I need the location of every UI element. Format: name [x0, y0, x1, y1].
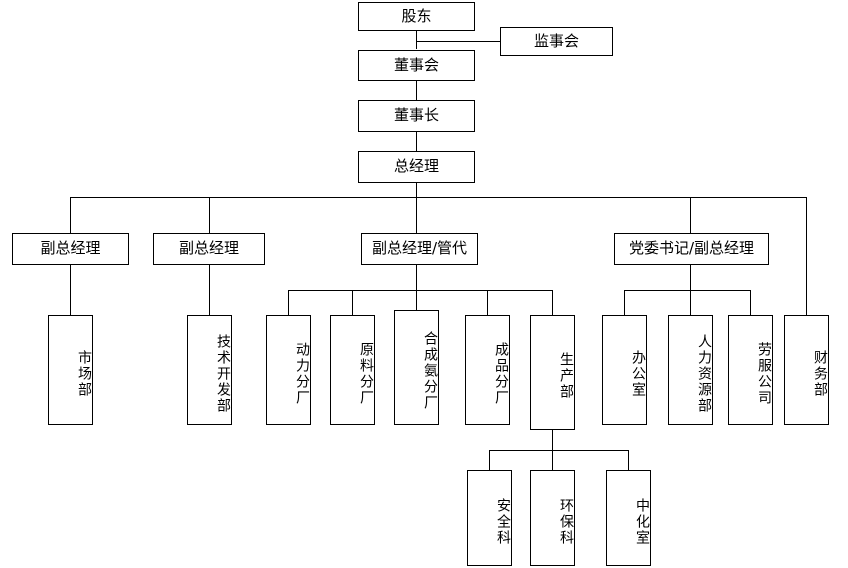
connector-party-subbus [690, 265, 691, 290]
bus-production-sections [489, 450, 628, 451]
node-chairman[interactable]: 董事长 [358, 100, 475, 132]
drop-chem-lab [628, 450, 629, 470]
connector-deputy1-marketing [70, 265, 71, 315]
bus-party-group [624, 290, 750, 291]
connector-deputy2-techdev [209, 265, 210, 315]
drop-hr-dept [690, 290, 691, 315]
node-deputy-gm-1[interactable]: 副总经理 [12, 233, 129, 265]
connector-chairman-gm [416, 132, 417, 151]
node-chemical-lab[interactable]: 中化室 [606, 470, 651, 566]
drop-environment-section [552, 450, 553, 470]
drop-ammonia-plant [416, 290, 417, 310]
bus-production-group [288, 290, 552, 291]
node-environment-section[interactable]: 环保科 [530, 470, 575, 566]
connector-deputymr-subbus [416, 265, 417, 290]
node-production-dept[interactable]: 生产部 [530, 315, 575, 430]
node-office[interactable]: 办公室 [602, 315, 647, 425]
node-safety-section[interactable]: 安全科 [467, 470, 512, 566]
drop-deputy-gm-1 [70, 197, 71, 233]
node-product-plant[interactable]: 成品分厂 [465, 315, 510, 425]
node-party-secretary-deputy-gm[interactable]: 党委书记/副总经理 [614, 233, 769, 265]
node-ammonia-plant[interactable]: 合成氨分厂 [394, 310, 439, 425]
drop-production-dept [552, 290, 553, 315]
bus-executive [70, 197, 807, 198]
connector-shareholders-supervisory [416, 41, 501, 42]
node-raw-material-plant[interactable]: 原料分厂 [330, 315, 375, 425]
connector-board-chairman [416, 81, 417, 100]
drop-party-secretary [690, 197, 691, 233]
node-marketing-dept[interactable]: 市场部 [48, 315, 93, 425]
drop-finance-dept [806, 197, 807, 315]
connector-gm-bus [416, 183, 417, 198]
drop-office [624, 290, 625, 315]
node-general-manager[interactable]: 总经理 [358, 151, 475, 183]
node-labor-service-company[interactable]: 劳服公司 [728, 315, 773, 425]
node-hr-dept[interactable]: 人力资源部 [668, 315, 713, 425]
drop-raw-material-plant [352, 290, 353, 315]
drop-safety-section [489, 450, 490, 470]
node-power-plant[interactable]: 动力分厂 [266, 315, 311, 425]
drop-deputy-gm-2 [209, 197, 210, 233]
node-board-of-directors[interactable]: 董事会 [358, 50, 475, 81]
drop-labor-company [750, 290, 751, 315]
node-finance-dept[interactable]: 财务部 [784, 315, 829, 425]
node-deputy-gm-management-rep[interactable]: 副总经理/管代 [361, 233, 478, 265]
node-tech-development-dept[interactable]: 技术开发部 [187, 315, 232, 425]
drop-product-plant [487, 290, 488, 315]
connector-production-subbus [552, 430, 553, 450]
connector-shareholders-board [416, 30, 417, 49]
drop-deputy-gm-mr [416, 197, 417, 233]
node-supervisory-board[interactable]: 监事会 [500, 27, 613, 56]
node-deputy-gm-2[interactable]: 副总经理 [153, 233, 265, 265]
node-shareholders[interactable]: 股东 [358, 2, 475, 31]
drop-power-plant [288, 290, 289, 315]
